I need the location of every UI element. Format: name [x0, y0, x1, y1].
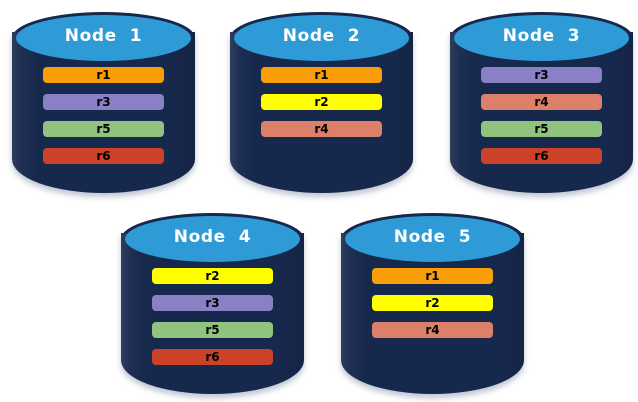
replica-bar-r6[interactable]: r6: [43, 148, 164, 164]
database-node-4[interactable]: Node 4 r2 r3 r5 r6: [121, 209, 304, 394]
replica-bar-r2[interactable]: r2: [261, 94, 382, 110]
database-node-3[interactable]: Node 3 r3 r4 r5 r6: [450, 8, 633, 193]
replica-bar-r3[interactable]: r3: [152, 295, 273, 311]
replica-bar-r2[interactable]: r2: [372, 295, 493, 311]
replica-list: r3 r4 r5 r6: [481, 67, 602, 164]
node-title: Node 2: [282, 26, 361, 46]
replica-list: r2 r3 r5 r6: [152, 268, 273, 365]
cylinder-top-surface: [16, 15, 191, 61]
replica-bar-r4[interactable]: r4: [372, 322, 493, 338]
replica-bar-r1[interactable]: r1: [261, 67, 382, 83]
database-node-5[interactable]: Node 5 r1 r2 r4: [341, 209, 524, 394]
replica-bar-r5[interactable]: r5: [481, 121, 602, 137]
replica-bar-r3[interactable]: r3: [481, 67, 602, 83]
replica-list: r1 r2 r4: [261, 67, 382, 137]
replica-bar-r1[interactable]: r1: [372, 268, 493, 284]
replica-bar-r1[interactable]: r1: [43, 67, 164, 83]
replica-bar-r2[interactable]: r2: [152, 268, 273, 284]
replica-bar-r5[interactable]: r5: [152, 322, 273, 338]
node-title: Node 4: [173, 227, 252, 247]
node-title: Node 1: [64, 26, 143, 46]
cylinder-top-surface: [345, 216, 520, 262]
replica-bar-r3[interactable]: r3: [43, 94, 164, 110]
replica-bar-r5[interactable]: r5: [43, 121, 164, 137]
database-node-1[interactable]: Node 1 r1 r3 r5 r6: [12, 8, 195, 193]
cylinder-top-surface: [125, 216, 300, 262]
replica-bar-r4[interactable]: r4: [261, 121, 382, 137]
replica-bar-r6[interactable]: r6: [481, 148, 602, 164]
database-node-2[interactable]: Node 2 r1 r2 r4: [230, 8, 413, 193]
cylinder-top-surface: [234, 15, 409, 61]
replica-bar-r6[interactable]: r6: [152, 349, 273, 365]
node-title: Node 3: [502, 26, 581, 46]
cylinder-top-surface: [454, 15, 629, 61]
replica-list: r1 r3 r5 r6: [43, 67, 164, 164]
replica-list: r1 r2 r4: [372, 268, 493, 338]
node-title: Node 5: [393, 227, 472, 247]
replica-bar-r4[interactable]: r4: [481, 94, 602, 110]
